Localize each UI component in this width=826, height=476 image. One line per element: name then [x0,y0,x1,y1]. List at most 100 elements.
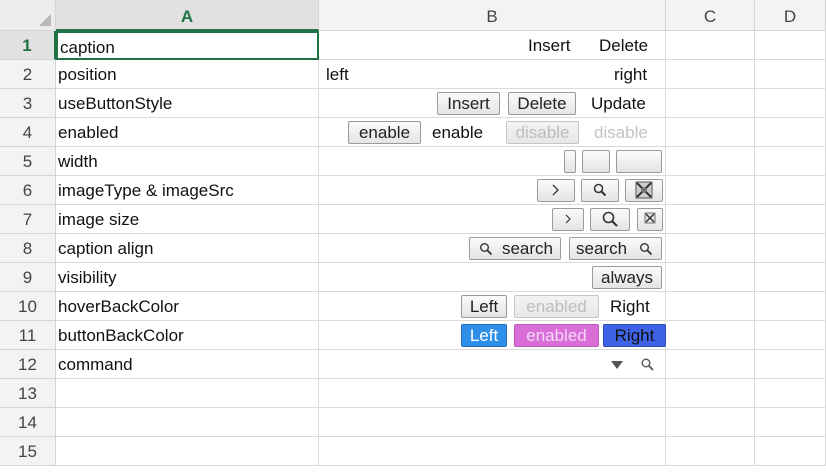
cell-b13[interactable] [319,379,666,408]
row-header-9[interactable]: 9 [0,263,56,292]
cell-d10[interactable] [755,292,826,321]
search-icon[interactable] [590,208,630,231]
cell-b11[interactable]: Left enabled Right [319,321,666,350]
row-header-8[interactable]: 8 [0,234,56,263]
cell-a15[interactable] [56,437,319,466]
row-header-1[interactable]: 1 [0,31,56,60]
left-button[interactable]: Left [461,295,507,318]
cell-c11[interactable] [666,321,755,350]
cell-b6[interactable] [319,176,666,205]
cell-d14[interactable] [755,408,826,437]
cell-c15[interactable] [666,437,755,466]
cell-c10[interactable] [666,292,755,321]
cell-c5[interactable] [666,147,755,176]
enable-text-button[interactable]: enable [432,123,484,142]
select-all-corner[interactable] [0,0,56,31]
row-header-15[interactable]: 15 [0,437,56,466]
row-header-6[interactable]: 6 [0,176,56,205]
broken-image-icon[interactable] [637,208,663,231]
row-header-3[interactable]: 3 [0,89,56,118]
cell-c1[interactable] [666,31,755,60]
cell-b15[interactable] [319,437,666,466]
cell-b7[interactable] [319,205,666,234]
cell-a10[interactable]: hoverBackColor [56,292,319,321]
cell-a5[interactable]: width [56,147,319,176]
cell-a2[interactable]: position [56,60,319,89]
dropdown-triangle-icon[interactable] [610,360,624,370]
right-text-button[interactable]: Right [610,297,650,316]
cell-d12[interactable] [755,350,826,379]
cell-c3[interactable] [666,89,755,118]
cell-c8[interactable] [666,234,755,263]
cell-a9[interactable]: visibility [56,263,319,292]
cell-c13[interactable] [666,379,755,408]
cell-c7[interactable] [666,205,755,234]
row-header-4[interactable]: 4 [0,118,56,147]
search-button-icon-left[interactable]: search [469,237,561,260]
row-header-5[interactable]: 5 [0,147,56,176]
row-header-14[interactable]: 14 [0,408,56,437]
cell-d5[interactable] [755,147,826,176]
cell-a11[interactable]: buttonBackColor [56,321,319,350]
cell-d8[interactable] [755,234,826,263]
left-button[interactable]: Left [461,324,507,347]
chevron-right-icon[interactable] [552,208,584,231]
row-header-2[interactable]: 2 [0,60,56,89]
cell-a3[interactable]: useButtonStyle [56,89,319,118]
cell-c4[interactable] [666,118,755,147]
narrow-button[interactable] [564,150,576,173]
delete-button[interactable]: Delete [599,36,649,55]
column-header-a[interactable]: A [56,0,319,31]
column-header-d[interactable]: D [755,0,826,31]
left-text[interactable]: left [326,65,349,84]
cell-d13[interactable] [755,379,826,408]
search-icon[interactable] [581,179,619,202]
row-header-7[interactable]: 7 [0,205,56,234]
cell-b10[interactable]: Left enabled Right [319,292,666,321]
cell-b9[interactable]: always [319,263,666,292]
cell-a4[interactable]: enabled [56,118,319,147]
cell-d2[interactable] [755,60,826,89]
cell-b8[interactable]: search search [319,234,666,263]
cell-c12[interactable] [666,350,755,379]
cell-d3[interactable] [755,89,826,118]
cell-a1[interactable]: caption [56,31,319,60]
row-header-10[interactable]: 10 [0,292,56,321]
cell-c6[interactable] [666,176,755,205]
search-button-icon-right[interactable]: search [569,237,662,260]
enable-button[interactable]: enable [348,121,421,144]
cell-c2[interactable] [666,60,755,89]
cell-b5[interactable] [319,147,666,176]
cell-a6[interactable]: imageType & imageSrc [56,176,319,205]
cell-a14[interactable] [56,408,319,437]
cell-a12[interactable]: command [56,350,319,379]
cell-b14[interactable] [319,408,666,437]
cell-c14[interactable] [666,408,755,437]
broken-image-icon[interactable] [625,179,663,202]
insert-button[interactable]: Insert [528,36,571,55]
cell-d11[interactable] [755,321,826,350]
right-text[interactable]: right [614,65,648,84]
cell-a8[interactable]: caption align [56,234,319,263]
cell-d9[interactable] [755,263,826,292]
row-header-12[interactable]: 12 [0,350,56,379]
cell-b12[interactable] [319,350,666,379]
medium-button[interactable] [582,150,610,173]
right-button[interactable]: Right [603,324,666,347]
always-button[interactable]: always [592,266,662,289]
insert-button[interactable]: Insert [437,92,500,115]
column-header-b[interactable]: B [319,0,666,31]
wide-button[interactable] [616,150,662,173]
cell-d15[interactable] [755,437,826,466]
chevron-right-icon[interactable] [537,179,575,202]
cell-c9[interactable] [666,263,755,292]
cell-b3[interactable]: Insert Delete Update [319,89,666,118]
cell-b2[interactable]: left right [319,60,666,89]
cell-d7[interactable] [755,205,826,234]
row-header-13[interactable]: 13 [0,379,56,408]
update-button[interactable]: Update [591,94,646,113]
cell-d1[interactable] [755,31,826,60]
cell-a13[interactable] [56,379,319,408]
cell-d4[interactable] [755,118,826,147]
cell-a7[interactable]: image size [56,205,319,234]
